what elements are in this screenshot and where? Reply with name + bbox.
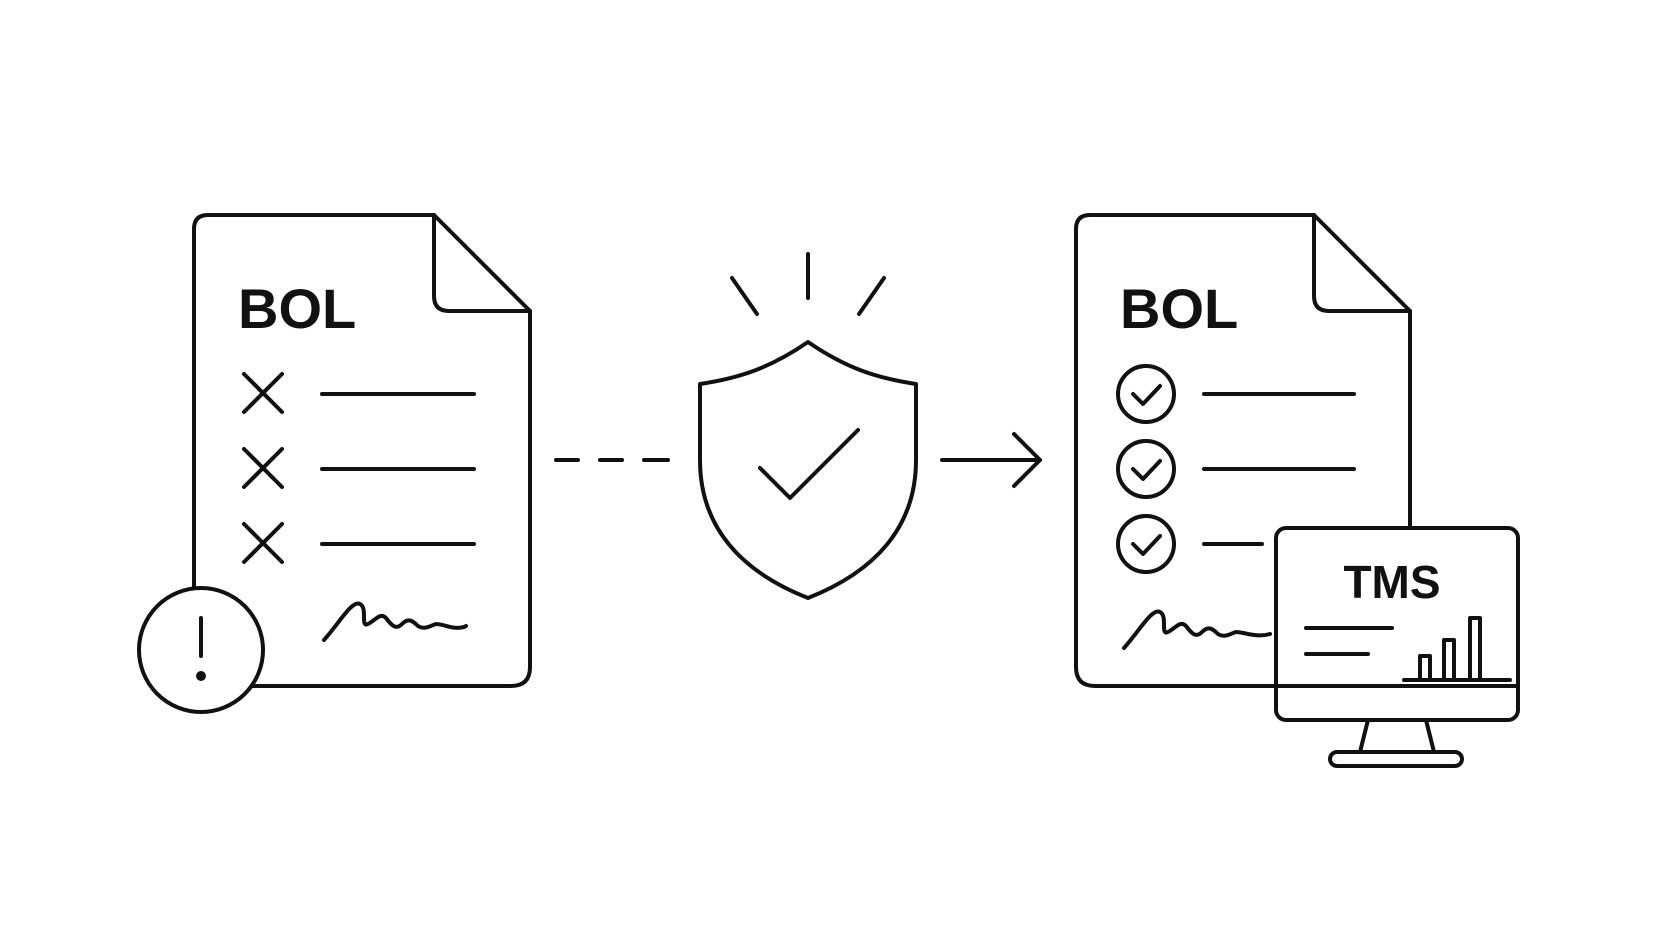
check-circle-icon	[1116, 514, 1176, 574]
monitor-base	[1328, 750, 1464, 768]
chart-bar	[1468, 616, 1482, 682]
signature-scribble-icon	[1122, 609, 1272, 650]
chart-bar	[1442, 638, 1456, 682]
tms-label: TMS	[1343, 556, 1440, 608]
shield-check-icon	[698, 252, 918, 600]
shield-outline	[698, 340, 918, 600]
burst-line	[857, 276, 886, 316]
arrow-connector	[940, 432, 1042, 488]
check-circle-icon	[1116, 439, 1176, 499]
source-document-title: BOL	[238, 277, 356, 340]
monitor-screen	[1274, 526, 1520, 722]
exclamation-dot	[196, 671, 206, 681]
burst-line	[730, 276, 759, 316]
chart-bar	[1418, 654, 1432, 682]
signature-scribble-icon	[322, 601, 468, 642]
validated-document-fold	[1312, 213, 1412, 313]
x-mark-icon	[242, 372, 284, 414]
source-bol-document: BOL	[137, 213, 532, 714]
monitor-stand	[1358, 718, 1436, 754]
bar-chart-icon	[1402, 616, 1512, 682]
check-circle-icon	[1116, 364, 1176, 424]
x-mark-icon	[242, 447, 284, 489]
alert-badge	[137, 586, 265, 714]
x-mark-icon	[242, 522, 284, 564]
source-document-fold	[432, 213, 532, 313]
check-icon	[758, 428, 860, 500]
validated-document-title: BOL	[1120, 277, 1238, 340]
monitor-icon: TMS	[1274, 526, 1520, 768]
